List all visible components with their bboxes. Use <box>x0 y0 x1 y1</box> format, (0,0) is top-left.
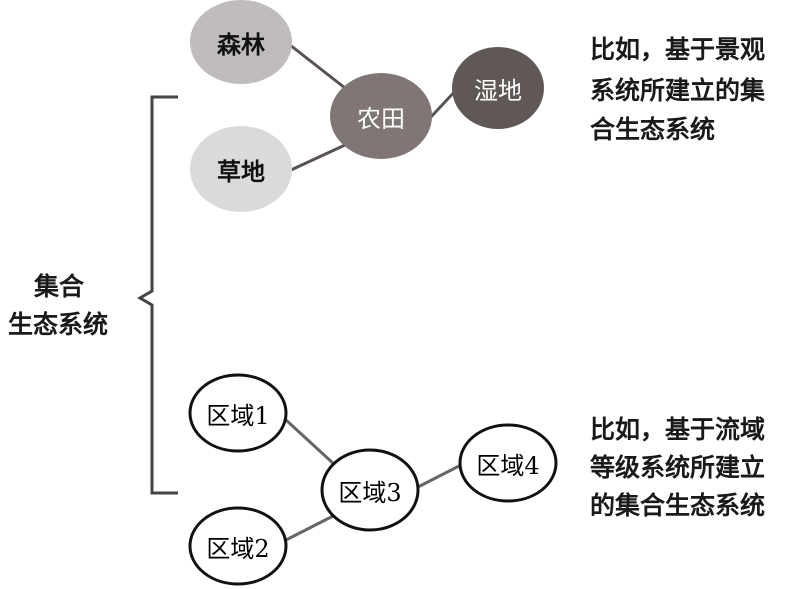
edge-region2-region3 <box>285 513 336 542</box>
top-note-line2: 系统所建立的集 <box>590 76 766 105</box>
bracket <box>137 95 178 495</box>
node-grassland: 草地 <box>217 156 265 186</box>
top-note-line1: 比如，基于景观 <box>590 35 766 64</box>
bottom-note-line3: 的集合生态系统 <box>590 491 766 520</box>
node-region2: 区域2 <box>206 534 270 563</box>
bottom-note-line2: 等级系统所建立 <box>590 453 766 482</box>
node-grassland-shape <box>190 126 292 212</box>
edge-forest-farmland <box>289 43 346 90</box>
node-farmland: 农田 <box>357 104 405 133</box>
edge-region1-region3 <box>284 418 337 467</box>
node-region4: 区域4 <box>476 451 540 480</box>
node-farmland-shape <box>330 73 432 159</box>
node-forest: 森林 <box>217 29 265 59</box>
bottom-note-line1: 比如，基于流域 <box>590 415 766 444</box>
edge-region3-region4 <box>415 463 462 490</box>
node-wetland-shape <box>452 47 544 129</box>
node-region1-shape <box>188 373 288 453</box>
node-wetland: 湿地 <box>474 76 522 105</box>
node-region3-shape <box>320 448 420 532</box>
label-line2: 生态系统 <box>8 310 109 339</box>
label-line1: 集合 <box>34 272 85 301</box>
node-region1: 区域1 <box>206 401 270 430</box>
node-region4-shape <box>458 423 558 503</box>
edge-grassland-farmland <box>290 143 346 172</box>
node-forest-shape <box>190 0 292 84</box>
node-region3: 区域3 <box>338 478 402 507</box>
node-region2-shape <box>188 506 288 586</box>
top-note-line3: 合生态系统 <box>590 115 716 144</box>
